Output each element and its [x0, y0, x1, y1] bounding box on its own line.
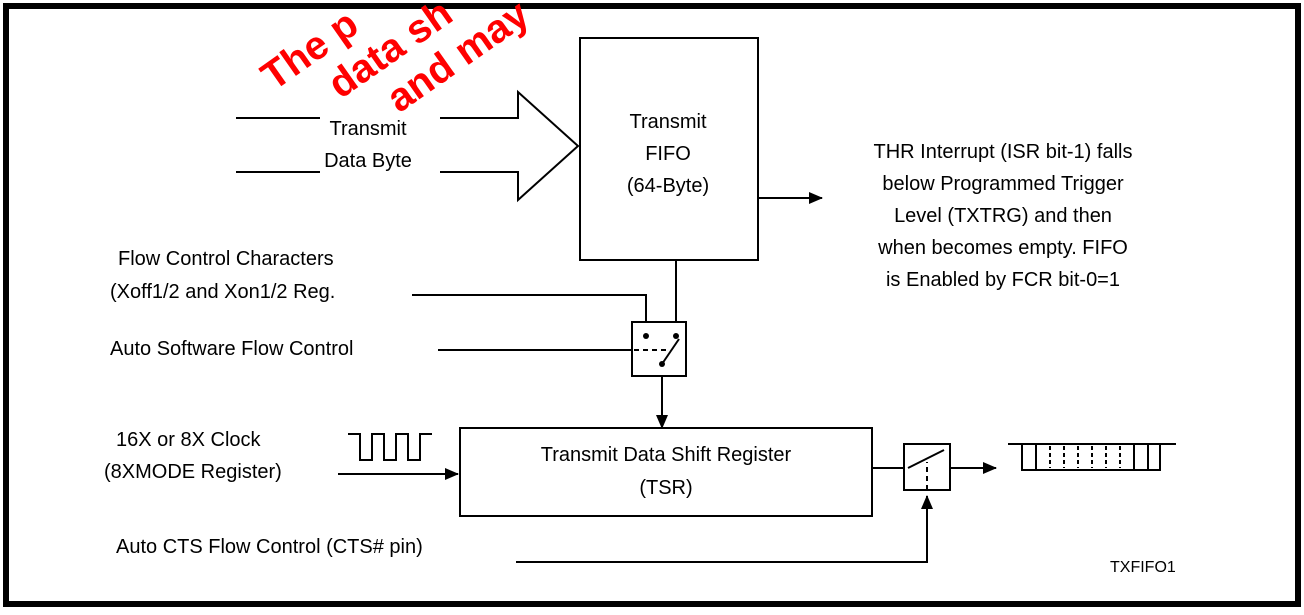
figure-frame: [3, 3, 1301, 607]
transmit-data-label-2: Data Byte: [324, 150, 412, 172]
serial-output-waveform: [1008, 443, 1176, 471]
cts-switch-lever: [907, 449, 945, 469]
thr-note-line-2: below Programmed Trigger: [882, 173, 1124, 195]
tsr-label-2: (TSR): [639, 477, 692, 499]
auto-cts-label: Auto CTS Flow Control (CTS# pin): [116, 536, 423, 558]
figure-id-label: TXFIFO1: [1110, 559, 1176, 576]
flow-chars-label-1: Flow Control Characters: [118, 248, 334, 270]
auto-cts-line: [516, 495, 933, 563]
thr-note-line-3: Level (TXTRG) and then: [894, 205, 1112, 227]
flow-chars-line: [412, 294, 647, 330]
input-arrow: [236, 89, 580, 203]
transmit-data-label-1: Transmit: [329, 118, 406, 140]
fifo-label-3: (64-Byte): [627, 175, 709, 197]
transmit-data-label-bg: [320, 117, 440, 177]
thr-note-line-1: THR Interrupt (ISR bit-1) falls: [874, 141, 1133, 163]
thr-note: THR Interrupt (ISR bit-1) falls below Pr…: [874, 141, 1133, 291]
tsr-label-1: Transmit Data Shift Register: [541, 444, 792, 466]
flow-chars-label-2: (Xoff1/2 and Xon1/2 Reg.: [110, 281, 335, 303]
thr-note-line-4: when becomes empty. FIFO: [877, 237, 1128, 259]
switch-contact-right: [673, 333, 679, 339]
tsr-box: [459, 427, 873, 517]
fifo-label-1: Transmit: [629, 111, 706, 133]
fifo-label-2: FIFO: [645, 143, 691, 165]
transmit-fifo-box: [579, 37, 759, 261]
clock-label-1: 16X or 8X Clock: [116, 429, 262, 451]
switch-contact-left: [643, 333, 649, 339]
sw-flow-switch-box: [631, 321, 687, 377]
clock-waveform: [348, 433, 432, 461]
clock-label-2: (8XMODE Register): [104, 461, 282, 483]
thr-note-line-5: is Enabled by FCR bit-0=1: [886, 269, 1120, 291]
switch-lever: [661, 338, 680, 365]
auto-sw-flow-label: Auto Software Flow Control: [110, 338, 353, 360]
